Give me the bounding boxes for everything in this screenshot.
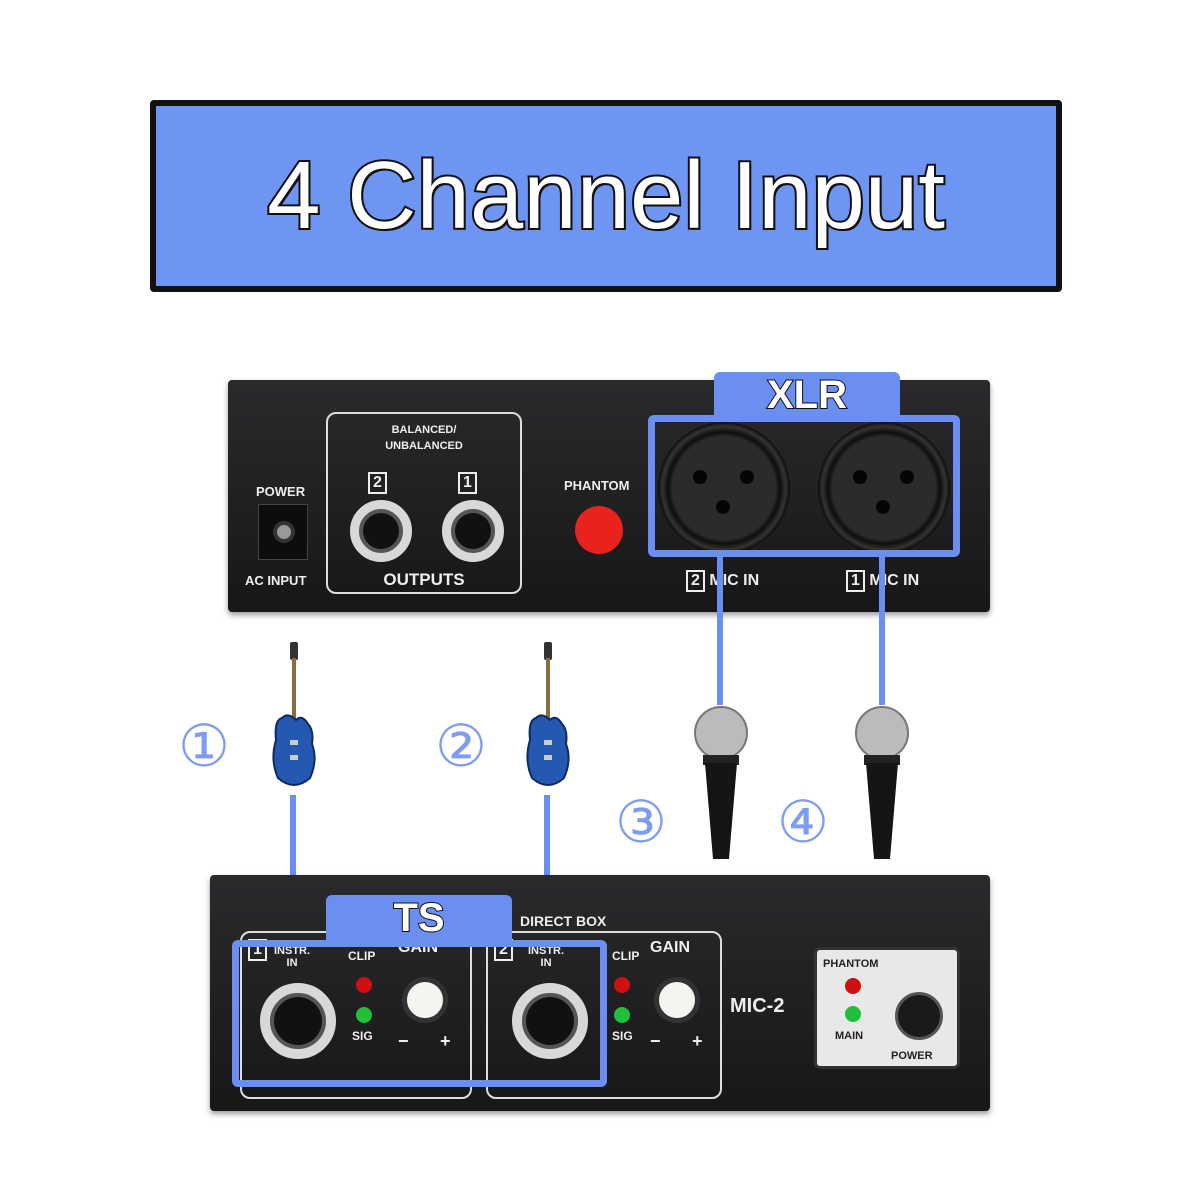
phantom-label: PHANTOM <box>564 478 630 493</box>
outputs-heading: BALANCED/ <box>391 424 457 436</box>
guitar-1-cable <box>290 795 296 940</box>
phantom-indicator-label: PHANTOM <box>823 958 879 970</box>
output-1-jack[interactable] <box>442 500 504 562</box>
output-1-number: 1 <box>458 472 477 494</box>
gain-2-knob[interactable] <box>654 977 700 1023</box>
title-text: 4 Channel Input <box>265 140 947 251</box>
clip-led <box>614 977 630 993</box>
sig-label: SIG <box>352 1029 373 1043</box>
guitar-2-cable <box>544 795 550 940</box>
plus-label: + <box>692 1031 703 1051</box>
clip-led <box>356 977 372 993</box>
output-2-jack[interactable] <box>350 500 412 562</box>
electric-guitar-icon <box>526 642 570 786</box>
microphone-icon <box>855 706 909 859</box>
power-section: PHANTOM MAIN POWER <box>814 947 960 1069</box>
outputs-heading-2: UNBALANCED <box>385 440 463 452</box>
phantom-button[interactable] <box>575 506 623 554</box>
main-label: MAIN <box>835 1030 864 1042</box>
mic-3-cable <box>717 555 723 705</box>
gain-1-knob[interactable] <box>402 977 448 1023</box>
ts-label: TS <box>392 895 445 941</box>
phantom-led <box>845 978 861 994</box>
mic-4-cable <box>879 555 885 705</box>
instrument-2-jack[interactable] <box>512 983 588 1059</box>
electric-guitar-icon <box>272 642 316 786</box>
xlr-mic-1-jack[interactable] <box>818 422 950 554</box>
minus-label: − <box>650 1031 661 1051</box>
outputs-section: BALANCED/ UNBALANCED 2 1 OUTPUTS <box>326 412 522 594</box>
ts-highlight-box <box>232 940 607 1087</box>
mic-2-number: 2 <box>686 570 705 592</box>
ac-input-label: AC INPUT <box>245 573 307 588</box>
callout-1: ① <box>178 714 230 779</box>
callout-4: ④ <box>777 790 829 855</box>
sig-label: SIG <box>612 1029 633 1043</box>
power-label: POWER <box>891 1050 933 1062</box>
callout-2: ② <box>435 714 487 779</box>
xlr-mic-2-jack[interactable] <box>658 422 790 554</box>
instr-in-label: INSTR. IN <box>528 945 565 969</box>
channel-1-section: 1 INSTR. IN CLIP SIG GAIN − + <box>240 931 472 1099</box>
plus-label: + <box>440 1031 451 1051</box>
direct-box-label: DIRECT BOX <box>520 913 607 929</box>
gain-label: GAIN <box>650 939 690 956</box>
power-label: POWER <box>256 484 306 499</box>
channel-2-section: 2 INSTR. IN CLIP SIG GAIN − + <box>486 931 722 1099</box>
outputs-label: OUTPUTS <box>383 570 465 589</box>
sig-led <box>614 1007 630 1023</box>
mic-1-number: 1 <box>846 570 865 592</box>
ts-tab: TS <box>326 895 512 941</box>
xlr-label: XLR <box>766 372 848 418</box>
xlr-highlight-box <box>648 415 960 557</box>
dc-jack <box>258 504 308 560</box>
instrument-1-jack[interactable] <box>260 983 336 1059</box>
instr-in-label: INSTR. IN <box>274 945 311 969</box>
sig-led <box>356 1007 372 1023</box>
output-2-number: 2 <box>368 472 387 494</box>
clip-label: CLIP <box>612 949 640 963</box>
main-led <box>845 1006 861 1022</box>
minus-label: − <box>398 1031 409 1051</box>
xlr-tab: XLR <box>714 372 900 418</box>
microphone-icon <box>694 706 748 859</box>
clip-label: CLIP <box>348 949 376 963</box>
callout-3: ③ <box>615 790 667 855</box>
model-label: MIC-2 <box>730 995 785 1017</box>
mic-1-label: MIC IN <box>869 572 920 589</box>
power-button[interactable] <box>895 992 943 1040</box>
title-banner: 4 Channel Input <box>150 100 1062 292</box>
